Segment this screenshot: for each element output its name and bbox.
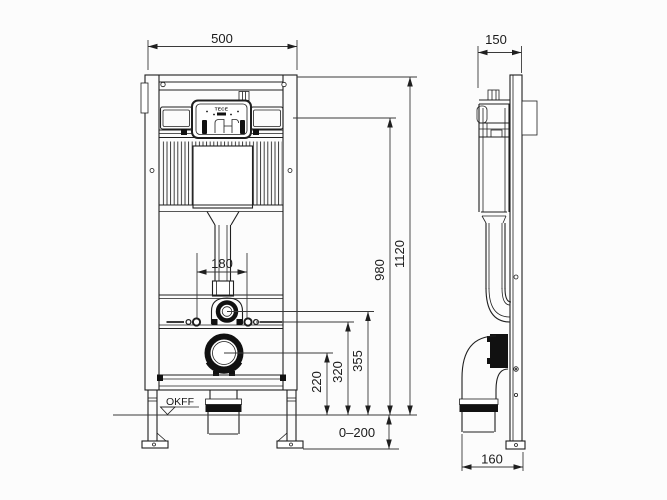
front-view: TECE <box>140 74 304 449</box>
actuation-plate: TECE <box>191 91 252 139</box>
wall-bracket <box>140 82 149 114</box>
brand-logo: TECE <box>215 107 228 112</box>
dimensions: 500 150 180 1120 980 <box>147 31 524 471</box>
inlet-connector <box>487 89 500 101</box>
dim-label-rod-height: 320 <box>330 361 345 383</box>
screw-icon <box>514 392 519 397</box>
foot-plate <box>276 440 304 449</box>
flush-pipe-side <box>485 223 512 323</box>
dim-label-flush-bend-height: 355 <box>350 350 365 372</box>
screw-icon <box>513 274 519 280</box>
floor-level-label: OKFF <box>166 396 194 408</box>
dim-drain-height: 220 <box>224 352 333 415</box>
screw-icon <box>281 81 287 88</box>
flush-rod <box>202 120 207 134</box>
bend-bracket <box>210 297 244 324</box>
dim-label-drain-height: 220 <box>309 371 324 393</box>
dim-side-depth: 150 <box>477 32 522 88</box>
dim-label-front-width: 500 <box>211 31 233 46</box>
dim-label-panel-height: 980 <box>372 259 387 281</box>
cistern <box>159 106 284 226</box>
wall-bracket <box>521 100 538 136</box>
foot-plate <box>141 440 169 449</box>
dim-label-outlet-offset: 160 <box>481 452 503 467</box>
pipe-coupling <box>211 280 235 297</box>
dim-label-frame-height: 1120 <box>392 240 407 268</box>
drain-socket <box>204 333 244 376</box>
dim-foot-adjustment: 0–200 <box>339 415 392 449</box>
drain-outlet-front <box>205 390 242 435</box>
level-triangle-icon <box>159 406 176 416</box>
adjustable-feet <box>141 390 304 449</box>
inlet-connector <box>238 91 250 101</box>
dim-label-foot-adjustment: 0–200 <box>339 425 375 440</box>
foot-plate <box>505 440 526 450</box>
lower-rail <box>157 374 286 391</box>
dim-bolt-spacing: 180 <box>196 253 248 318</box>
drain-elbow-side <box>459 334 509 433</box>
dim-flush-bend-height: 355 <box>227 311 374 415</box>
dim-front-width: 500 <box>147 31 298 70</box>
bolt-icon <box>191 317 202 327</box>
floor-reference: OKFF <box>113 396 417 450</box>
side-rail <box>505 74 538 450</box>
screw-icon <box>513 366 519 372</box>
dim-label-bolt-spacing: 180 <box>211 256 233 271</box>
drain-sleeve <box>490 334 508 368</box>
dim-frame-height: 1120 <box>297 76 417 415</box>
dim-outlet-offset: 160 <box>461 434 524 471</box>
floor-level-marker: OKFF <box>159 396 199 416</box>
dim-label-side-depth: 150 <box>485 32 507 47</box>
outlet-seal <box>459 404 498 412</box>
screw-icon <box>160 81 166 88</box>
dim-rod-height: 320 <box>256 321 354 415</box>
cistern-side <box>476 89 510 224</box>
outlet-seal <box>205 404 242 412</box>
access-panel <box>192 145 254 209</box>
side-view <box>459 74 538 450</box>
screw-icon <box>287 168 293 173</box>
screw-icon <box>149 168 155 173</box>
bolt-icon <box>243 317 253 327</box>
flush-rod <box>240 120 245 134</box>
dim-panel-height: 980 <box>293 117 396 415</box>
drain-clamp <box>205 360 243 374</box>
